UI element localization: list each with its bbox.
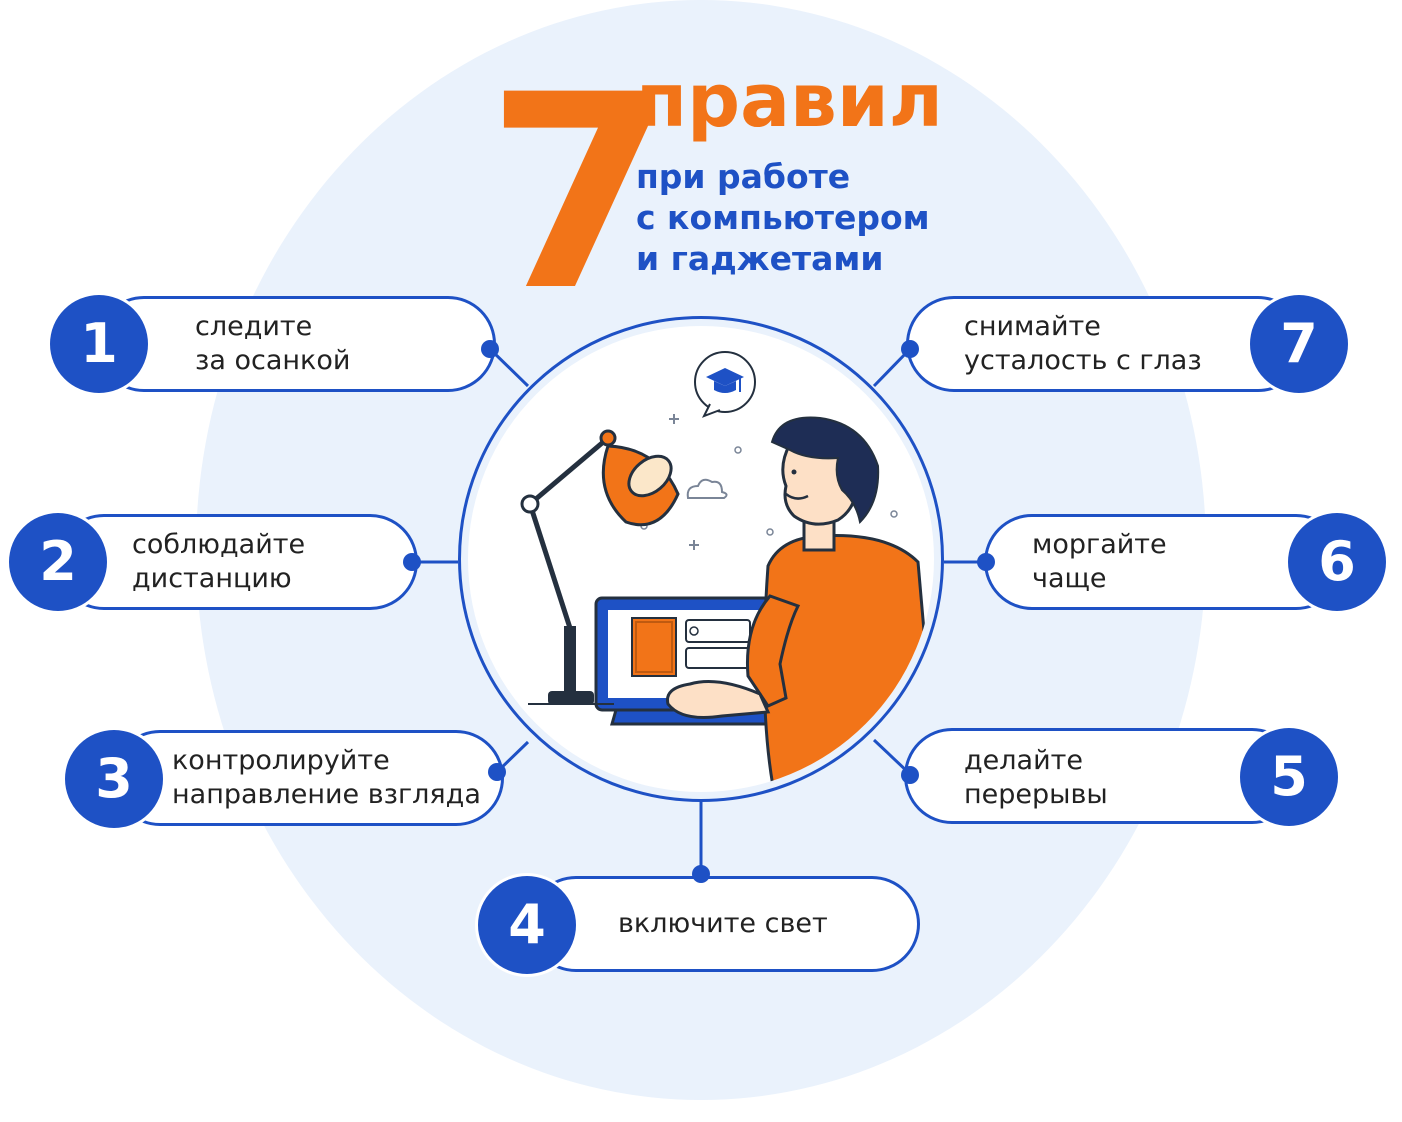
rule-text-4: включите свет <box>618 907 828 941</box>
subtitle: при работе с компьютером и гаджетами <box>636 156 930 279</box>
rule-3-line-2: направление взгляда <box>172 779 481 810</box>
rule-pill-3 <box>112 730 504 826</box>
rule-number-5: 5 <box>1240 728 1338 826</box>
rule-7-line-2: усталость с глаз <box>964 345 1202 376</box>
title-number: 7 <box>486 38 673 350</box>
rule-number-7: 7 <box>1250 295 1348 393</box>
cloud-icon <box>686 478 728 499</box>
rule-text-2: соблюдайте дистанцию <box>132 528 305 596</box>
illustration <box>468 326 934 792</box>
rule-text-3: контролируйте направление взгляда <box>172 744 481 812</box>
center-ring <box>458 316 944 802</box>
illustration-art <box>520 351 934 792</box>
rule-3-line-1: контролируйте <box>172 745 390 776</box>
rule-5-line-2: перерывы <box>964 779 1108 810</box>
rule-5-line-1: делайте <box>964 745 1083 776</box>
desk-lamp-icon <box>520 429 680 705</box>
rule-text-6: моргайте чаще <box>1032 528 1167 596</box>
subtitle-line-1: при работе <box>636 157 851 196</box>
rule-pill-6 <box>984 514 1344 610</box>
rule-pill-4 <box>528 876 920 972</box>
rule-number-6: 6 <box>1288 513 1386 611</box>
rule-pill-5 <box>904 728 1300 824</box>
rule-7-line-1: снимайте <box>964 311 1101 342</box>
rule-pill-1 <box>96 296 496 392</box>
rule-4-line-1: включите свет <box>618 908 828 939</box>
rule-number-4: 4 <box>478 876 576 974</box>
rule-6-line-2: чаще <box>1032 563 1107 594</box>
connector-dot-2 <box>403 553 421 571</box>
rule-2-line-1: соблюдайте <box>132 529 306 560</box>
rule-number-2: 2 <box>9 513 107 611</box>
rule-2-line-2: дистанцию <box>132 563 292 594</box>
rule-number-3: 3 <box>65 730 163 828</box>
connector-dot-4 <box>692 865 710 883</box>
graduation-cap-icon <box>694 351 756 418</box>
connector-dot-3 <box>488 763 506 781</box>
rule-text-7: снимайте усталость с глаз <box>964 310 1202 378</box>
rule-6-line-1: моргайте <box>1032 529 1167 560</box>
subtitle-line-2: с компьютером <box>636 198 930 237</box>
rule-number-1: 1 <box>50 295 148 393</box>
connector-dot-1 <box>481 340 499 358</box>
rule-text-1: следите за осанкой <box>195 310 350 378</box>
subtitle-line-3: и гаджетами <box>636 239 884 278</box>
laptop-icon <box>528 596 808 726</box>
connector-dot-6 <box>977 553 995 571</box>
rule-text-5: делайте перерывы <box>964 744 1108 812</box>
rule-pill-7 <box>906 296 1306 392</box>
title-word: правил <box>636 58 943 144</box>
connector-dot-7 <box>901 340 919 358</box>
connector-dot-5 <box>901 766 919 784</box>
rule-1-line-1: следите <box>195 311 313 342</box>
rule-1-line-2: за осанкой <box>195 345 351 376</box>
